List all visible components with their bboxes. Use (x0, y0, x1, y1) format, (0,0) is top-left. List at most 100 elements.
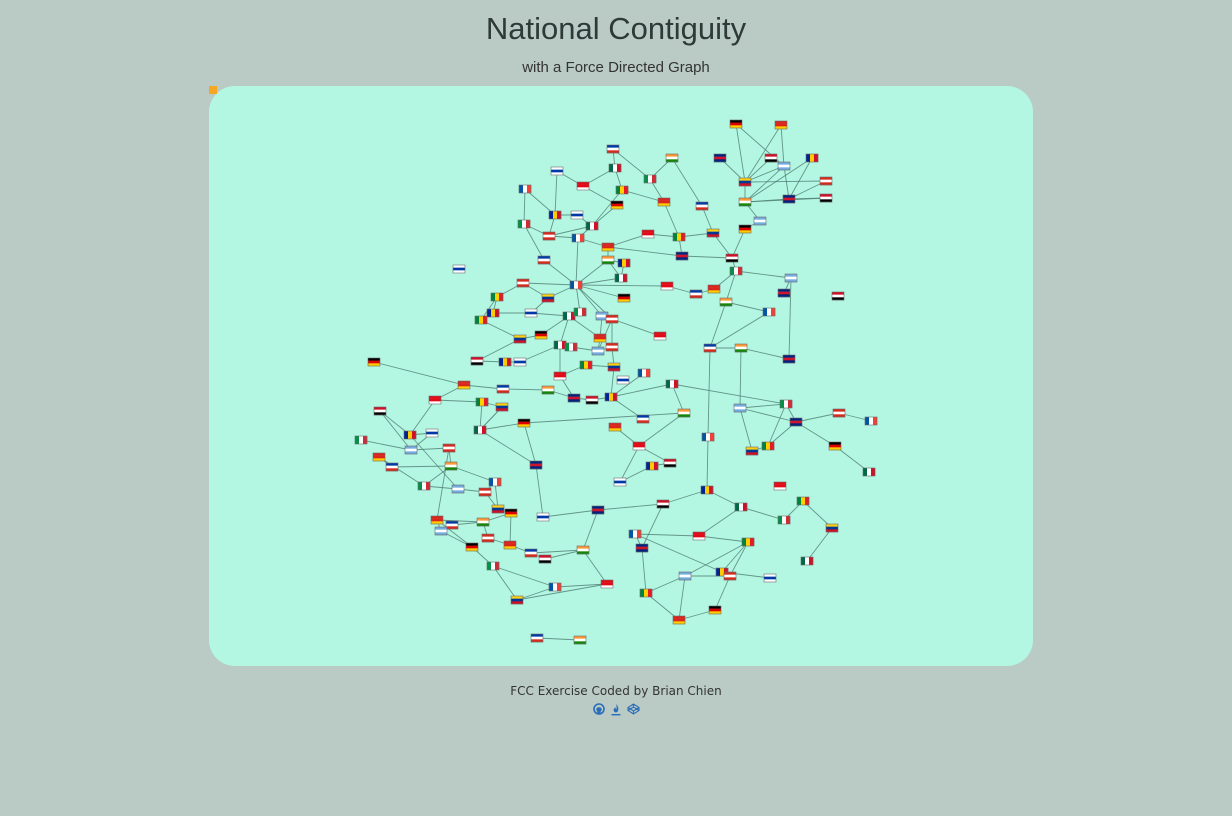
flag-node[interactable] (777, 161, 791, 171)
flag-node[interactable] (656, 499, 670, 509)
flag-node[interactable] (777, 288, 791, 298)
flag-node[interactable] (805, 153, 819, 163)
flag-node[interactable] (738, 224, 752, 234)
flag-node[interactable] (707, 284, 721, 294)
flag-node[interactable] (789, 417, 803, 427)
flag-node[interactable] (600, 579, 614, 589)
flag-node[interactable] (608, 422, 622, 432)
flag-node[interactable] (591, 346, 605, 356)
flag-node[interactable] (665, 379, 679, 389)
flag-node[interactable] (653, 331, 667, 341)
flag-node[interactable] (504, 508, 518, 518)
flag-node[interactable] (729, 266, 743, 276)
flag-node[interactable] (663, 458, 677, 468)
flag-node[interactable] (403, 430, 417, 440)
flag-node[interactable] (457, 380, 471, 390)
flag-node[interactable] (573, 635, 587, 645)
flag-node[interactable] (784, 273, 798, 283)
flag-node[interactable] (796, 496, 810, 506)
flag-node[interactable] (604, 392, 618, 402)
flag-node[interactable] (723, 571, 737, 581)
flag-node[interactable] (782, 354, 796, 364)
flag-node[interactable] (745, 446, 759, 456)
flag-node[interactable] (738, 177, 752, 187)
flag-node[interactable] (425, 428, 439, 438)
flag-node[interactable] (478, 487, 492, 497)
flag-node[interactable] (486, 561, 500, 571)
flag-node[interactable] (498, 357, 512, 367)
flag-node[interactable] (701, 432, 715, 442)
flag-node[interactable] (660, 281, 674, 291)
flag-node[interactable] (534, 330, 548, 340)
flag-node[interactable] (517, 418, 531, 428)
flag-node[interactable] (719, 297, 733, 307)
flag-node[interactable] (354, 435, 368, 445)
flag-node[interactable] (774, 120, 788, 130)
flag-node[interactable] (510, 595, 524, 605)
flag-node[interactable] (490, 292, 504, 302)
flag-node[interactable] (706, 228, 720, 238)
flag-node[interactable] (569, 280, 583, 290)
flag-node[interactable] (474, 315, 488, 325)
flag-node[interactable] (541, 385, 555, 395)
flag-node[interactable] (476, 517, 490, 527)
flag-node[interactable] (773, 481, 787, 491)
flag-node[interactable] (700, 485, 714, 495)
flag-node[interactable] (541, 293, 555, 303)
flag-node[interactable] (601, 242, 615, 252)
force-graph-panel[interactable] (209, 86, 1033, 666)
flag-node[interactable] (635, 543, 649, 553)
flag-node[interactable] (764, 153, 778, 163)
flag-node[interactable] (495, 402, 509, 412)
flag-node[interactable] (481, 533, 495, 543)
flag-node[interactable] (373, 406, 387, 416)
flag-node[interactable] (417, 481, 431, 491)
flag-node[interactable] (524, 308, 538, 318)
flag-node[interactable] (617, 258, 631, 268)
flag-node[interactable] (761, 441, 775, 451)
flag-node[interactable] (777, 515, 791, 525)
flag-node[interactable] (608, 163, 622, 173)
flag-node[interactable] (486, 308, 500, 318)
flag-node[interactable] (553, 371, 567, 381)
flag-node[interactable] (734, 502, 748, 512)
flag-node[interactable] (831, 291, 845, 301)
flag-node[interactable] (513, 357, 527, 367)
flag-node[interactable] (782, 194, 796, 204)
force-graph-canvas[interactable] (209, 86, 1033, 666)
flag-node[interactable] (832, 408, 846, 418)
flag-node[interactable] (672, 232, 686, 242)
flag-node[interactable] (445, 520, 459, 530)
flag-node[interactable] (430, 515, 444, 525)
flag-node[interactable] (632, 441, 646, 451)
flag-node[interactable] (542, 231, 556, 241)
flag-node[interactable] (613, 477, 627, 487)
flag-node[interactable] (585, 395, 599, 405)
flag-node[interactable] (562, 311, 576, 321)
flag-node[interactable] (434, 526, 448, 536)
flag-node[interactable] (677, 408, 691, 418)
flag-node[interactable] (741, 537, 755, 547)
flag-node[interactable] (567, 393, 581, 403)
flag-node[interactable] (579, 360, 593, 370)
flag-node[interactable] (678, 571, 692, 581)
flag-node[interactable] (734, 343, 748, 353)
flag-node[interactable] (610, 200, 624, 210)
flag-node[interactable] (643, 174, 657, 184)
flag-node[interactable] (617, 293, 631, 303)
flag-node[interactable] (825, 523, 839, 533)
flag-node[interactable] (733, 403, 747, 413)
flag-node[interactable] (864, 416, 878, 426)
flag-node[interactable] (428, 395, 442, 405)
flag-node[interactable] (692, 531, 706, 541)
flag-node[interactable] (616, 375, 630, 385)
flag-node[interactable] (695, 201, 709, 211)
flag-node[interactable] (665, 153, 679, 163)
flag-node[interactable] (672, 615, 686, 625)
flag-node[interactable] (606, 144, 620, 154)
flag-node[interactable] (819, 176, 833, 186)
flag-node[interactable] (367, 357, 381, 367)
freecodecamp-icon[interactable] (610, 703, 622, 716)
flag-node[interactable] (503, 540, 517, 550)
flag-node[interactable] (571, 233, 585, 243)
